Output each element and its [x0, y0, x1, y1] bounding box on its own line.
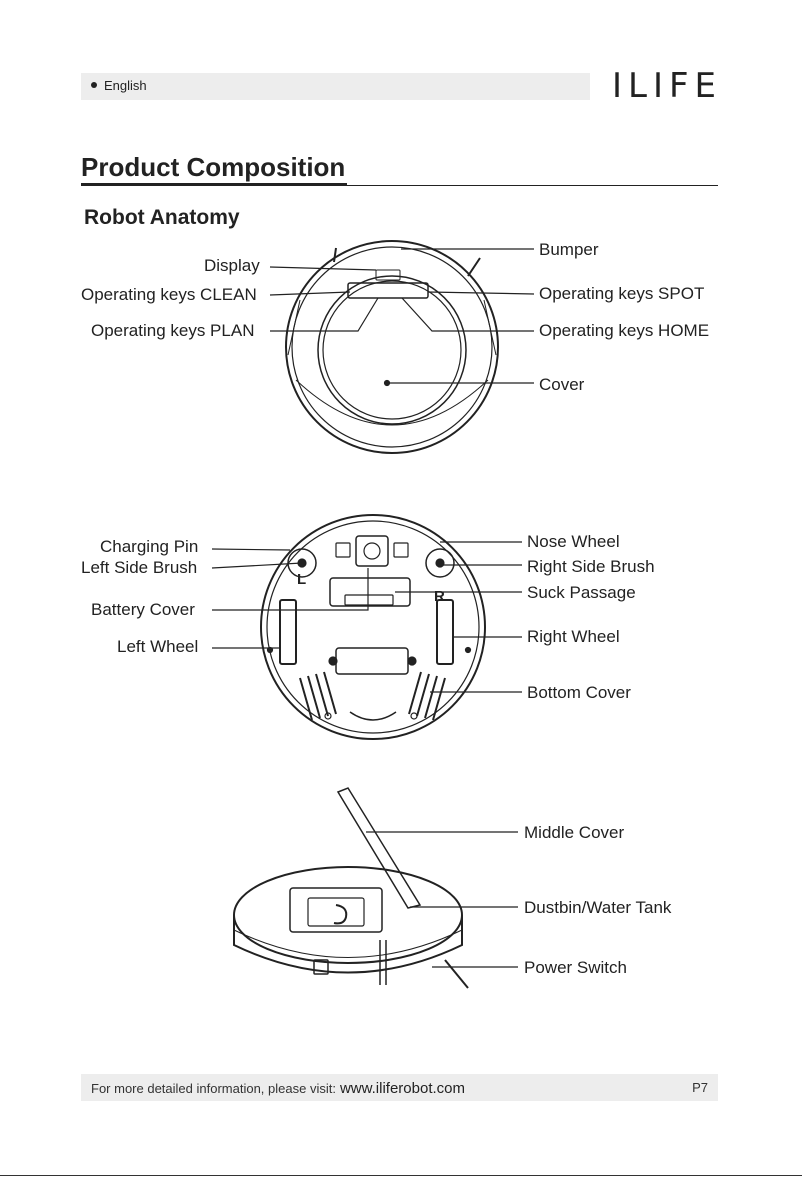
- language-label: English: [104, 78, 147, 93]
- label-suck-passage: Suck Passage: [527, 583, 636, 602]
- robot-side-view: [233, 787, 518, 989]
- label-charging-pin: Charging Pin: [100, 537, 199, 556]
- section-divider: [81, 185, 718, 186]
- section-title: Product Composition: [81, 152, 346, 182]
- label-left-side-brush: Left Side Brush: [81, 558, 198, 577]
- right-wheel-mark: R: [434, 588, 445, 605]
- section-divider-accent: [81, 183, 347, 186]
- label-operating-keys-clean: Operating keys CLEAN: [81, 285, 257, 304]
- footer-text: For more detailed information, please vi…: [91, 1081, 336, 1096]
- label-operating-keys-home: Operating keys HOME: [539, 321, 710, 340]
- page-bottom-rule: [0, 1175, 802, 1176]
- label-nose-wheel: Nose Wheel: [527, 532, 620, 551]
- left-wheel-mark: L: [297, 571, 306, 588]
- robot-top-view: [269, 240, 535, 454]
- label-battery-cover: Battery Cover: [91, 600, 195, 619]
- brand-logo: ILIFE: [612, 66, 723, 106]
- label-operating-keys-spot: Operating keys SPOT: [539, 284, 705, 303]
- label-bottom-cover: Bottom Cover: [527, 683, 631, 702]
- bullet-icon: [91, 82, 97, 88]
- footer-url[interactable]: www.iliferobot.com: [339, 1080, 465, 1097]
- label-power-switch: Power Switch: [524, 958, 627, 977]
- label-display: Display: [204, 256, 260, 275]
- label-bumper: Bumper: [539, 240, 599, 259]
- label-dustbin-water-tank: Dustbin/Water Tank: [524, 898, 672, 917]
- page-number: P7: [692, 1080, 708, 1095]
- label-left-wheel: Left Wheel: [117, 637, 199, 656]
- footer-bar: For more detailed information, please vi…: [81, 1074, 718, 1101]
- label-operating-keys-plan: Operating keys PLAN: [91, 321, 255, 340]
- label-right-side-brush: Right Side Brush: [527, 557, 655, 576]
- subsection-title: Robot Anatomy: [84, 206, 240, 229]
- label-cover: Cover: [539, 375, 585, 394]
- footer-info: For more detailed information, please vi…: [91, 1080, 465, 1097]
- language-bar: English: [81, 73, 590, 100]
- label-middle-cover: Middle Cover: [524, 823, 625, 842]
- label-right-wheel: Right Wheel: [527, 627, 620, 646]
- robot-bottom-view: [211, 514, 522, 740]
